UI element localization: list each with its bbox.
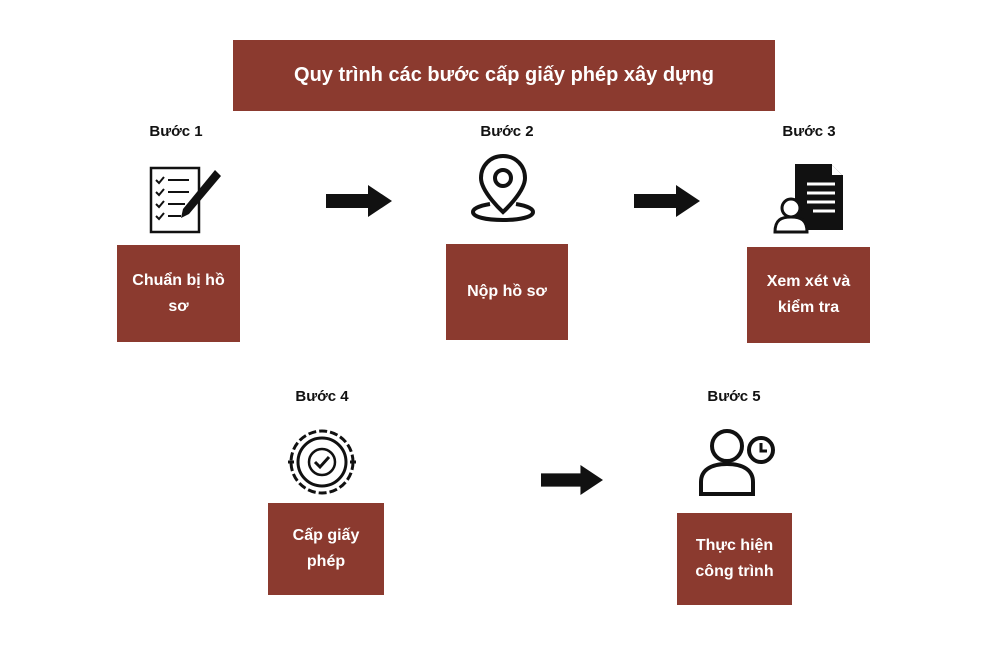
location-pin-icon	[470, 153, 536, 222]
diagram-title-text: Quy trình các bước cấp giấy phép xây dựn…	[294, 64, 714, 86]
user-clock-icon	[699, 429, 775, 496]
step-5-text: Thực hiện công trình	[695, 537, 774, 580]
step-5-box: Thực hiện công trình	[677, 513, 792, 605]
step-2-box: Nộp hồ sơ	[446, 244, 568, 340]
step-2-label: Bước 2	[480, 123, 534, 140]
checklist-pen-icon	[149, 166, 221, 234]
arrow-right-icon	[326, 185, 392, 217]
step-1-label: Bước 1	[149, 123, 203, 140]
step-3-label: Bước 3	[782, 123, 836, 140]
arrow-right-icon	[541, 464, 603, 496]
step-2-text: Nộp hồ sơ	[467, 283, 547, 300]
step-4-box: Cấp giấy phép	[268, 503, 384, 595]
step-3-text: Xem xét và kiểm tra	[766, 273, 851, 316]
document-person-icon	[773, 164, 843, 234]
step-3-box: Xem xét và kiểm tra	[747, 247, 870, 343]
approval-badge-icon	[288, 429, 356, 495]
step-1-text: Chuẩn bị hồ sơ	[132, 271, 225, 315]
step-1-box: Chuẩn bị hồ sơ	[117, 245, 240, 342]
arrow-right-icon	[634, 185, 700, 217]
step-5-label: Bước 5	[707, 388, 761, 405]
step-4-text: Cấp giấy phép	[292, 527, 360, 570]
step-4-label: Bước 4	[295, 388, 349, 405]
diagram-title: Quy trình các bước cấp giấy phép xây dựn…	[233, 40, 775, 111]
